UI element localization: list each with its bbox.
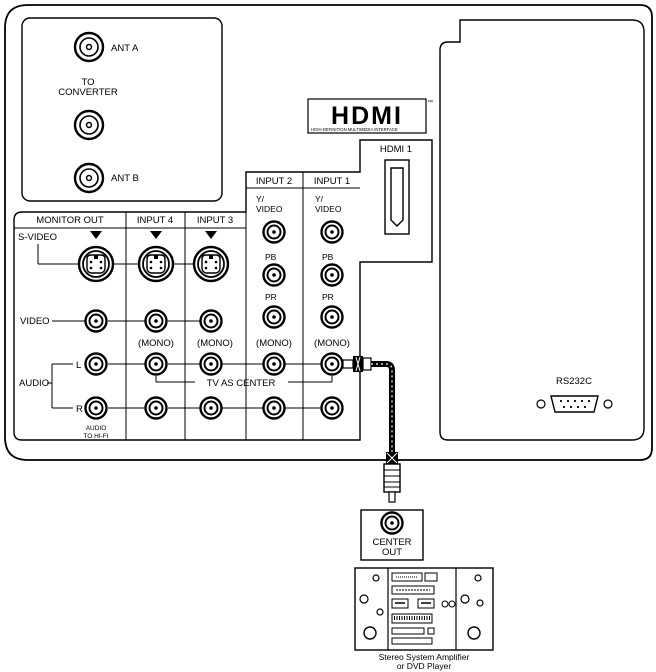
- pr-label: PR: [265, 292, 277, 302]
- pb-label: PB: [265, 252, 277, 262]
- pb-label: PB: [322, 252, 334, 262]
- input1-header: INPUT 1: [314, 176, 350, 187]
- audio-to-hifi-label-2: TO HI-FI: [83, 433, 108, 440]
- video-label: VIDEO: [256, 204, 283, 214]
- center-out-label: CENTER: [372, 537, 411, 548]
- to-converter-label: TO: [81, 77, 94, 88]
- input3-audio-r-jack[interactable]: [199, 396, 223, 420]
- rear-compartment: [439, 19, 645, 441]
- video-row-label: VIDEO: [20, 316, 50, 327]
- input1-audio-l-jack[interactable]: [320, 352, 344, 376]
- center-out-jack[interactable]: [380, 511, 404, 535]
- to-converter-label-2: CONVERTER: [58, 87, 118, 98]
- input4-audio-l-jack[interactable]: [144, 352, 168, 376]
- input2-pr-jack[interactable]: [262, 305, 286, 329]
- mono-label: (MONO): [197, 338, 233, 349]
- input1-pb-jack[interactable]: [320, 263, 344, 287]
- monitor-out-video-jack[interactable]: [84, 309, 108, 333]
- mono-label: (MONO): [314, 338, 350, 349]
- rca-plug-icon: [383, 452, 401, 503]
- input2-audio-l-jack[interactable]: [262, 352, 286, 376]
- hdmi-port-label: HDMI 1: [380, 144, 412, 155]
- ant-b-jack[interactable]: [73, 162, 105, 194]
- input3-video-jack[interactable]: [199, 309, 223, 333]
- arrow-down-icon: [150, 231, 162, 239]
- input1-pr-jack[interactable]: [320, 305, 344, 329]
- monitor-out-s-video-jack[interactable]: [77, 245, 115, 283]
- arrow-down-icon: [205, 231, 217, 239]
- input1-audio-r-jack[interactable]: [320, 396, 344, 420]
- monitor-out-audio-l-jack[interactable]: [84, 352, 108, 376]
- antenna-box: [21, 17, 223, 202]
- input1-y-jack[interactable]: [320, 220, 344, 244]
- ant-a-label: ANT A: [111, 43, 139, 54]
- input4-video-jack[interactable]: [144, 309, 168, 333]
- input2-pb-jack[interactable]: [262, 263, 286, 287]
- s-video-label: S-VIDEO: [18, 232, 57, 243]
- ant-b-label: ANT B: [111, 173, 139, 184]
- center-out-label-2: OUT: [382, 547, 402, 558]
- to-converter-jack[interactable]: [73, 109, 105, 141]
- input3-header: INPUT 3: [197, 215, 233, 226]
- y-label: Y/: [256, 194, 265, 204]
- audio-r-label: R: [76, 404, 83, 415]
- audio-to-hifi-label: AUDIO: [86, 425, 107, 432]
- rs232c-port[interactable]: [536, 395, 613, 413]
- y-label: Y/: [315, 194, 324, 204]
- audio-l-label: L: [76, 360, 81, 371]
- ant-a-jack[interactable]: [73, 31, 105, 63]
- input3-audio-l-jack[interactable]: [199, 352, 223, 376]
- hdmi-1-port[interactable]: [384, 159, 410, 235]
- input4-audio-r-jack[interactable]: [144, 396, 168, 420]
- arrow-down-icon: [90, 231, 102, 239]
- stereo-system-icon: [354, 567, 494, 651]
- input3-s-video-jack[interactable]: [192, 245, 230, 283]
- input2-header: INPUT 2: [256, 176, 292, 187]
- monitor-out-header: MONITOR OUT: [36, 215, 104, 226]
- input2-audio-r-jack[interactable]: [262, 396, 286, 420]
- hdmi-trademark: ™: [427, 99, 433, 106]
- tv-as-center-label: TV AS CENTER: [207, 378, 276, 389]
- rs232c-label: RS232C: [556, 376, 592, 387]
- mono-label: (MONO): [138, 338, 174, 349]
- input2-y-jack[interactable]: [262, 220, 286, 244]
- device-caption-2: or DVD Player: [397, 661, 451, 671]
- video-label: VIDEO: [315, 204, 342, 214]
- input4-header: INPUT 4: [137, 215, 173, 226]
- device-caption: Stereo System Amplifier: [379, 652, 470, 662]
- audio-row-label: AUDIO: [19, 378, 49, 389]
- hdmi-logo: HDMI HIGH-DEFINITION MULTIMEDIA INTERFAC…: [307, 98, 433, 134]
- monitor-out-audio-r-jack[interactable]: [84, 396, 108, 420]
- hdmi-tagline: HIGH-DEFINITION MULTIMEDIA INTERFACE: [311, 127, 398, 132]
- input4-s-video-jack[interactable]: [137, 245, 175, 283]
- pr-label: PR: [322, 292, 334, 302]
- mono-label: (MONO): [256, 338, 292, 349]
- hdmi-wordmark: HDMI: [331, 102, 403, 130]
